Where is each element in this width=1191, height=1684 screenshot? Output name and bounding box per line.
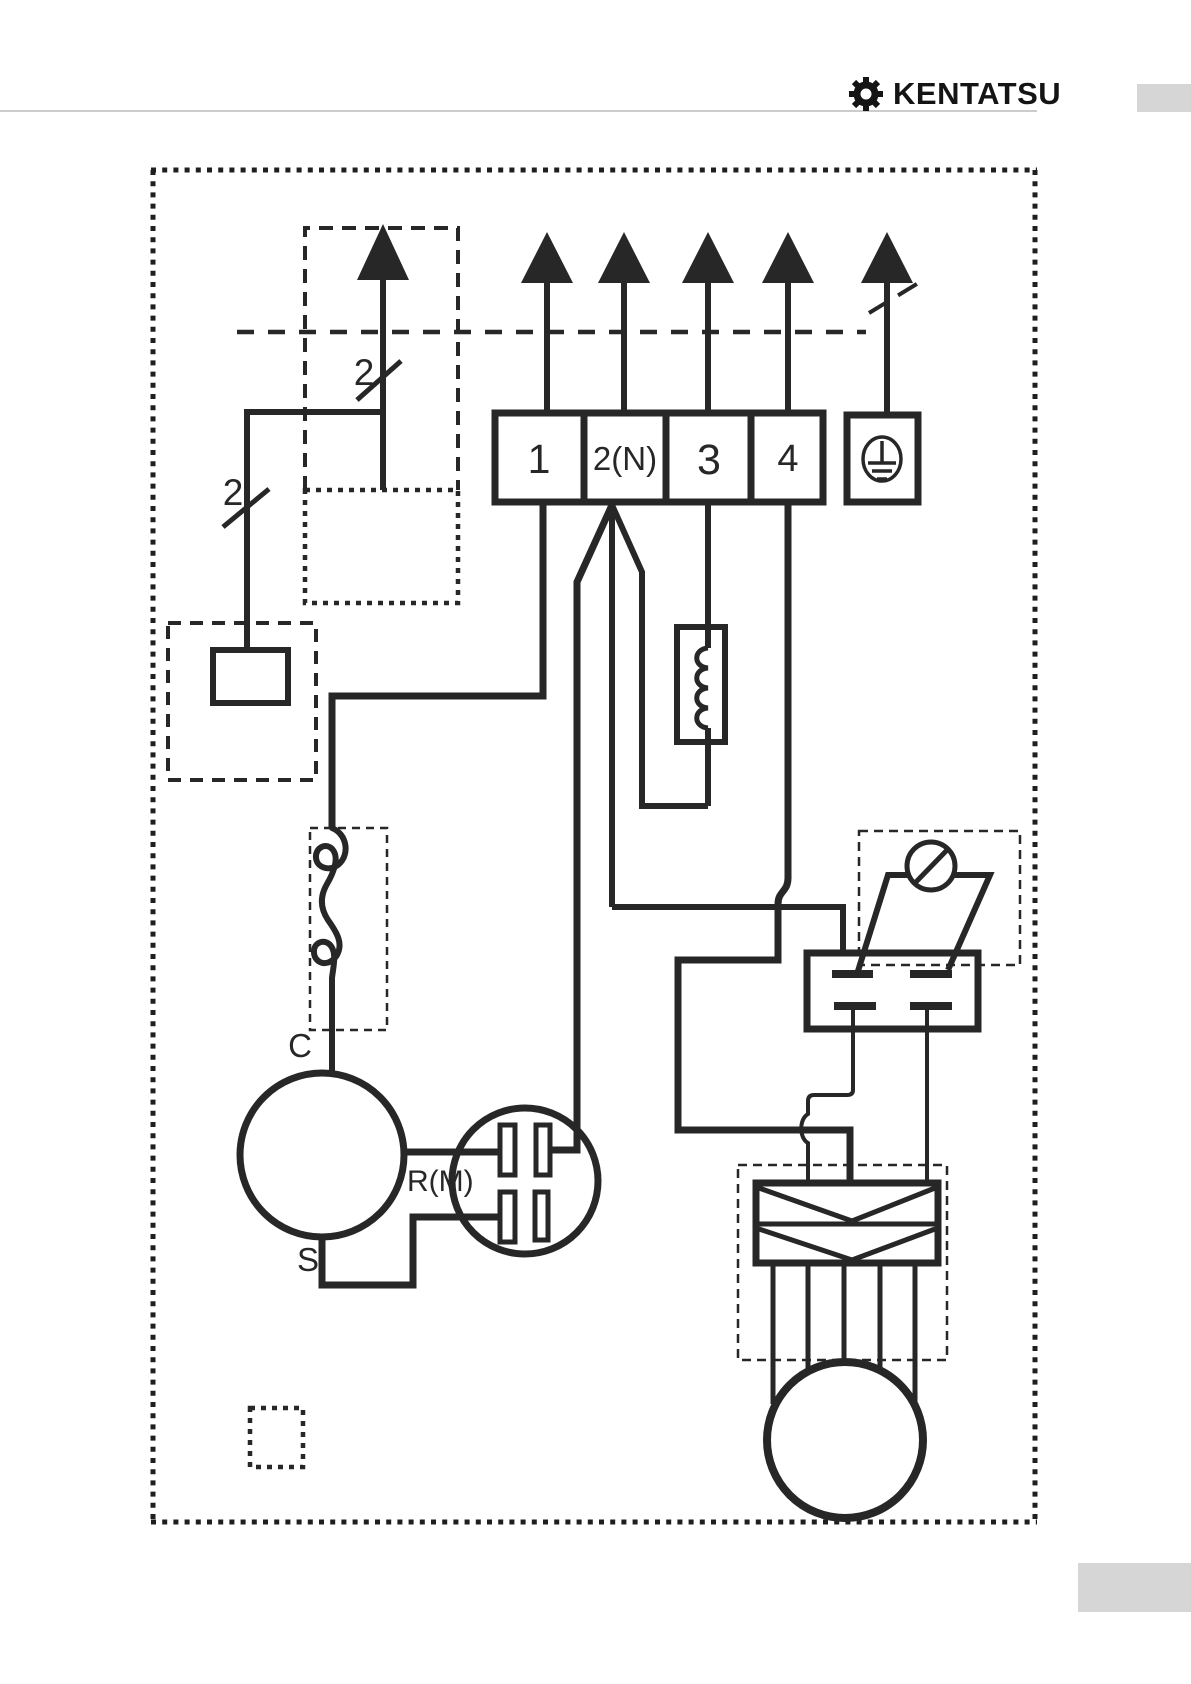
fan-motor-circle [763,1358,927,1522]
boundary-break-mark [867,277,927,315]
diagram-dotted-border [150,167,1038,1525]
coil-icon [694,645,709,731]
wire-count-label: 2 [354,352,375,393]
wire-count-slash [221,487,271,529]
brand-logo: KENTATSU [846,74,1061,114]
flow-arrow-icon [861,232,913,415]
supply-wiring [221,359,403,650]
wire-terminal4-to-transformer [674,502,854,1183]
brand-wordmark: KENTATSU [893,76,1062,111]
capacitor-icon [448,1104,602,1258]
overload-protector-dashed-box [308,826,389,1032]
terminal-label-2n: 2(N) [593,440,657,477]
wire-compressor-start [318,1213,500,1289]
wire-neutral-to-coil [609,503,708,809]
flow-arrow-icon [682,232,734,413]
power-supply-terminal [210,647,291,706]
flow-arrow-icon [521,232,573,413]
compressor-run-label: R(M) [407,1165,474,1198]
power-supply-box [166,621,318,782]
power-supply-dashed-box [166,621,318,782]
wire-count-label: 2 [223,472,244,513]
wire-neutral-to-capacitor [550,503,616,1154]
terminal-block [491,409,827,506]
terminal-label-3: 3 [697,436,721,484]
switch-contact-bars [832,970,952,1010]
coil-box [674,624,728,745]
terminal-label-4: 4 [777,438,798,480]
transformer-crossover-icon [752,1179,942,1267]
terminal-label-1: 1 [528,436,551,482]
kentatsu-gear-logo-icon [849,77,883,111]
dotted-option-box [302,487,461,606]
compressor-motor-circle [236,1069,408,1241]
power-option-boxes [302,226,461,606]
compressor-start-label: S [297,1241,319,1278]
flow-arrow-icon [598,232,650,413]
protective-earth-icon [861,435,903,483]
compressor-common-label: C [288,1027,312,1064]
overload-protector-squiggle-icon [311,825,349,1076]
ground-terminal [843,411,922,506]
transformer-block [736,1163,949,1404]
thermostat-circle-slash-icon [904,839,958,893]
footer-corner-block [1078,1563,1191,1612]
header-rule [0,110,1037,112]
wire-terminal1-to-compressor [328,502,547,828]
flow-arrow-icon [357,224,409,490]
flow-arrows [357,224,913,490]
unit-boundary-dashed-line [237,277,927,335]
wire-count-slash [355,359,403,402]
fan-motor-dashed-box [736,1163,949,1362]
fan-motor-leads [770,1263,918,1404]
wire-switch-to-transformer-left [799,1010,855,1183]
header-corner-block [1137,84,1191,112]
legend-dotted-square [247,1405,306,1470]
switch-block [799,829,1022,1183]
thermostat-dashed-box [857,829,1022,967]
flow-arrow-icon [762,232,814,413]
